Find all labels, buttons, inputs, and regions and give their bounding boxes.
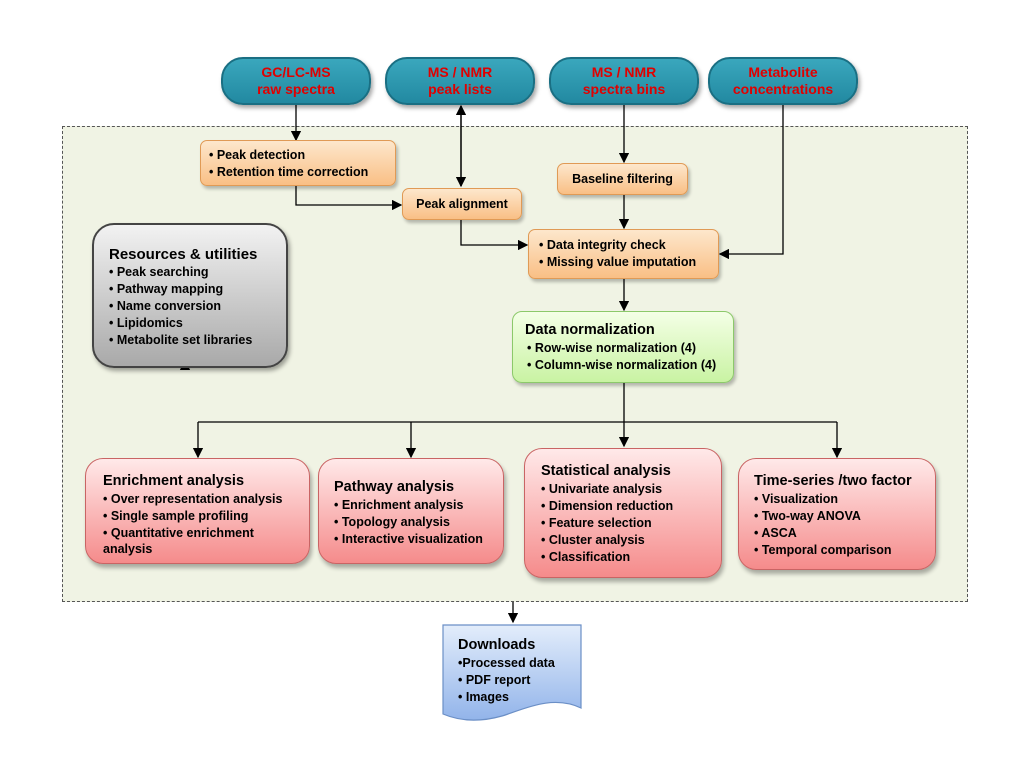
retention-time-item: • Retention time correction [209, 165, 369, 179]
timeseries-item: • Visualization [754, 492, 839, 506]
column-wise-item: • Column-wise normalization (4) [527, 358, 717, 372]
pathway-item: • Enrichment analysis [334, 498, 464, 512]
normalization-title: Data normalization [525, 322, 655, 338]
peak-alignment-label: Peak alignment [416, 196, 508, 211]
baseline-filtering-box: Baseline filtering [557, 163, 688, 195]
statistical-item: • Univariate analysis [541, 482, 663, 496]
input-gclc-line2: raw spectra [257, 81, 335, 97]
integrity-check-item: • Data integrity check [539, 238, 666, 252]
input-gclc-ms-raw-spectra: GC/LC-MS raw spectra [221, 57, 371, 105]
resources-title: Resources & utilities [109, 246, 258, 263]
pathway-item: • Interactive visualization [334, 532, 483, 546]
input-peaklists-line1: MS / NMR [427, 64, 493, 80]
input-peaklists-line2: peak lists [428, 81, 492, 97]
input-bins-line1: MS / NMR [591, 64, 657, 80]
statistical-title: Statistical analysis [541, 463, 671, 479]
timeseries-item: • Temporal comparison [754, 543, 892, 557]
resources-item: • Pathway mapping [109, 282, 224, 296]
input-ms-nmr-spectra-bins: MS / NMR spectra bins [549, 57, 699, 105]
enrichment-analysis-box: Enrichment analysis • Over representatio… [85, 458, 310, 564]
input-concentrations-line1: Metabolite [748, 64, 818, 80]
resources-item: • Lipidomics [109, 316, 183, 330]
peak-detection-box: • Peak detection • Retention time correc… [200, 140, 396, 186]
downloads-item: •Processed data [458, 656, 555, 670]
enrichment-title: Enrichment analysis [103, 473, 245, 489]
statistical-item: • Classification [541, 550, 631, 564]
downloads-item: • Images [458, 690, 509, 704]
timeseries-item: • Two-way ANOVA [754, 509, 861, 523]
pathway-item: • Topology analysis [334, 515, 450, 529]
statistical-item: • Dimension reduction [541, 499, 674, 513]
statistical-analysis-box: Statistical analysis • Univariate analys… [524, 448, 722, 578]
baseline-filtering-label: Baseline filtering [572, 171, 673, 186]
statistical-item: • Feature selection [541, 516, 652, 530]
input-bins-line2: spectra bins [582, 81, 666, 97]
resources-item: • Metabolite set libraries [109, 333, 253, 347]
pathway-analysis-box: Pathway analysis • Enrichment analysis •… [318, 458, 504, 564]
time-series-box: Time-series /two factor • Visualization … [738, 458, 936, 570]
enrichment-item: • Single sample profiling [103, 509, 249, 523]
input-gclc-line1: GC/LC-MS [261, 64, 331, 80]
timeseries-title: Time-series /two factor [754, 473, 912, 489]
resources-item: • Peak searching [109, 265, 209, 279]
integrity-imputation-box: • Data integrity check • Missing value i… [528, 229, 719, 279]
row-wise-item: • Row-wise normalization (4) [527, 341, 696, 355]
enrichment-item: • Over representation analysis [103, 492, 283, 506]
statistical-item: • Cluster analysis [541, 533, 645, 547]
downloads-box: Downloads •Processed data • PDF report •… [442, 624, 584, 720]
downloads-title: Downloads [458, 637, 536, 653]
data-normalization-box: Data normalization • Row-wise normalizat… [512, 311, 734, 383]
input-ms-nmr-peak-lists: MS / NMR peak lists [385, 57, 535, 105]
downloads-item: • PDF report [458, 673, 531, 687]
input-metabolite-concentrations: Metabolite concentrations [708, 57, 858, 105]
pathway-title: Pathway analysis [334, 479, 455, 495]
resources-item: • Name conversion [109, 299, 222, 313]
timeseries-item: • ASCA [754, 526, 797, 540]
resources-utilities-box: Resources & utilities • Peak searching •… [92, 223, 288, 368]
peak-detection-item: • Peak detection [209, 148, 306, 162]
enrichment-item: • Quantitative enrichment analysis [103, 526, 254, 556]
missing-imputation-item: • Missing value imputation [539, 255, 697, 269]
downloads-document-shape [442, 624, 582, 721]
peak-alignment-box: Peak alignment [402, 188, 522, 220]
input-concentrations-line2: concentrations [732, 81, 834, 97]
